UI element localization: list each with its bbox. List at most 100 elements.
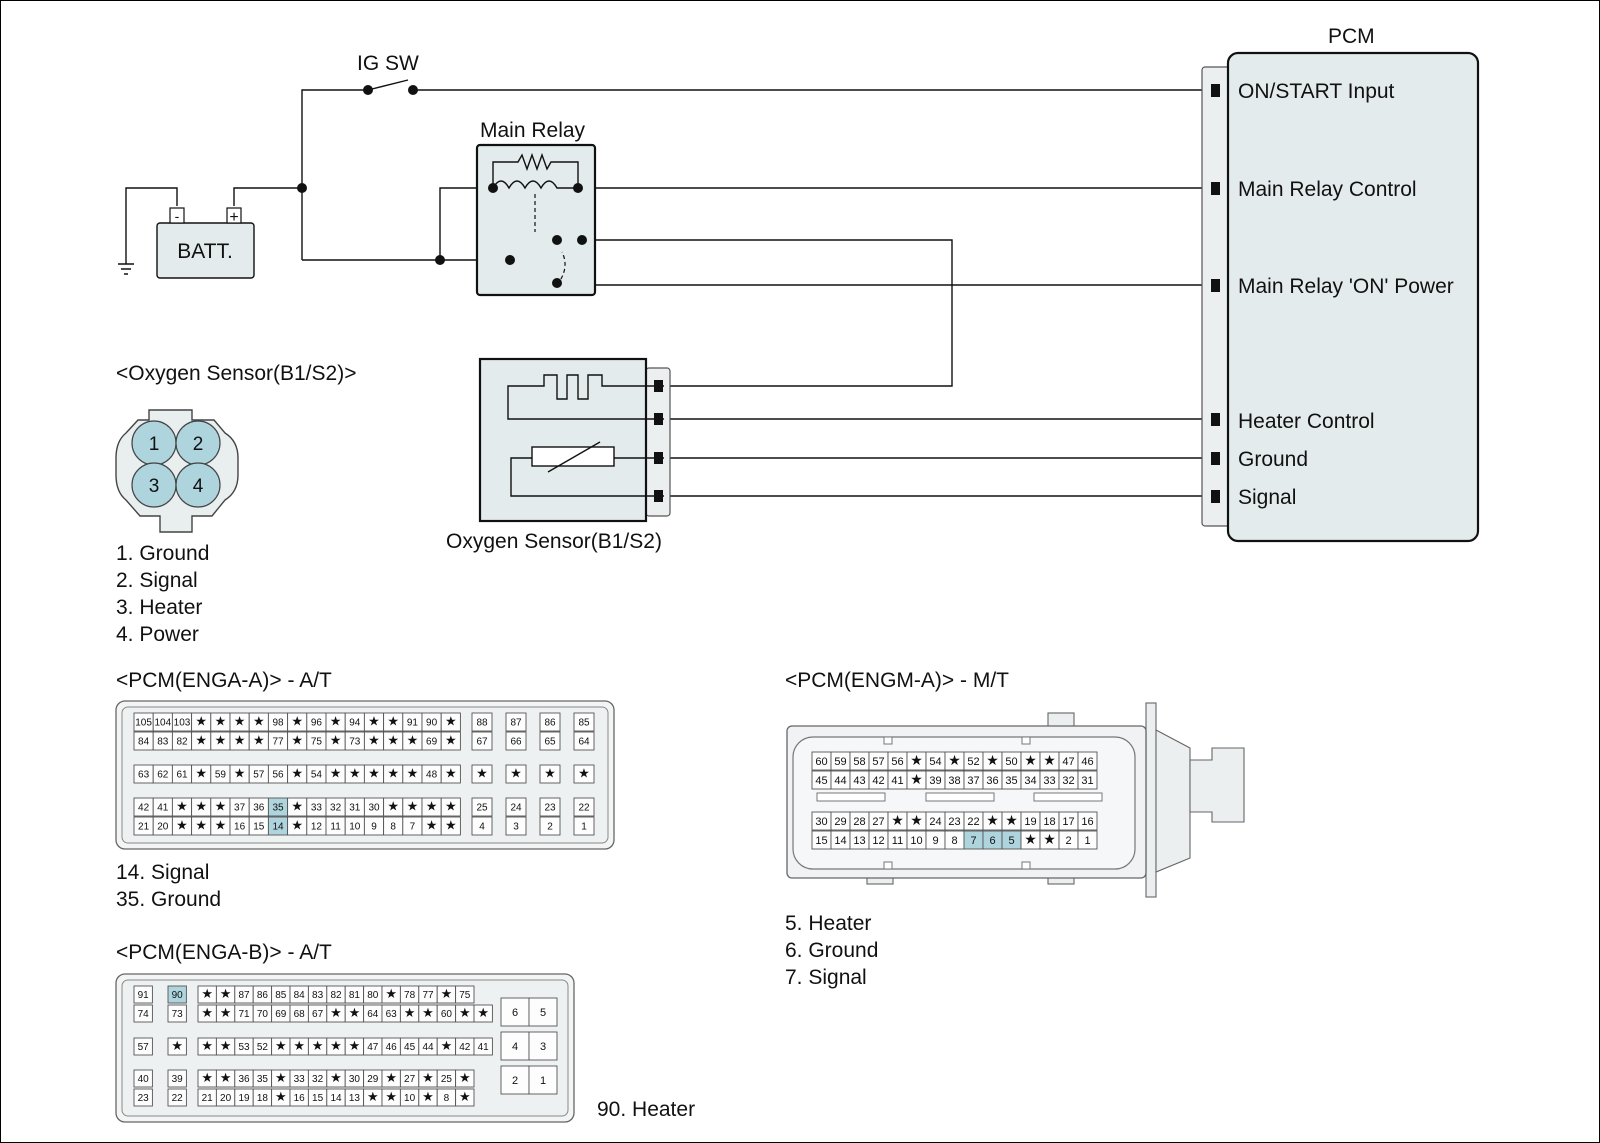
- enga-b-pin: 21: [202, 1093, 214, 1104]
- enga-a-pin: ★: [291, 766, 303, 781]
- engm-a-pin: 42: [872, 775, 884, 787]
- enga-b-pin: ★: [275, 1070, 287, 1085]
- engm-a-pin: 35: [1005, 775, 1017, 787]
- enga-b-pin: ★: [220, 986, 232, 1001]
- enga-a-pin: ★: [291, 818, 303, 833]
- enga-b-pin: ★: [422, 1070, 434, 1085]
- enga-a-pin: 32: [330, 803, 342, 814]
- enga-b-pin: 90: [172, 990, 184, 1001]
- engm-a-pin: 1: [1084, 835, 1090, 847]
- main-relay-label: Main Relay: [480, 119, 586, 142]
- engm-a-pin: 46: [1081, 756, 1093, 768]
- engm-a-pin: 57: [872, 756, 884, 768]
- enga-b-pin: 46: [386, 1042, 398, 1053]
- oxygen-sensor-label: Oxygen Sensor(B1/S2): [446, 530, 662, 553]
- engm-a-pin: 29: [834, 816, 846, 828]
- enga-a-pin: 23: [544, 803, 556, 814]
- enga-a-pin: 94: [349, 718, 361, 729]
- enga-a-pin: ★: [387, 733, 399, 748]
- enga-a-pin: ★: [387, 766, 399, 781]
- enga-a-pin: ★: [195, 799, 207, 814]
- enga-a-pin: ★: [291, 799, 303, 814]
- enga-a-pin: ★: [253, 714, 265, 729]
- enga-a-pin: 8: [390, 822, 396, 833]
- enga-b-pin: ★: [477, 1005, 489, 1020]
- enga-a-pin: 16: [234, 822, 246, 833]
- enga-b-pin: ★: [367, 1089, 379, 1104]
- engm-a-pin: 52: [967, 756, 979, 768]
- enga-b-pin: ★: [201, 1038, 213, 1053]
- engm-a-pin: 32: [1062, 775, 1074, 787]
- engm-a-pin: ★: [891, 812, 904, 828]
- enga-a-pin: 56: [272, 770, 284, 781]
- engm-a-pin: 50: [1005, 756, 1017, 768]
- enga-a-pin: ★: [195, 766, 207, 781]
- enga-a-pin: 21: [138, 822, 150, 833]
- enga-a-pin: 103: [174, 718, 191, 729]
- enga-a-pin: 86: [544, 718, 556, 729]
- engm-a-pin: ★: [986, 812, 999, 828]
- engm-a-pin: 2: [1065, 835, 1071, 847]
- enga-a-pin: ★: [510, 766, 522, 781]
- enga-b-pin: 13: [349, 1093, 361, 1104]
- engm-a-pin: 8: [951, 835, 957, 847]
- enga-a-pin: ★: [445, 714, 457, 729]
- main-relay: Main Relay: [475, 119, 597, 297]
- enga-b-pin: 14: [330, 1093, 342, 1104]
- enga-a-pin: ★: [291, 714, 303, 729]
- enga-b-pin: 16: [294, 1093, 306, 1104]
- enga-b-pin: ★: [385, 1070, 397, 1085]
- o2-pin-desc-3: 3. Heater: [116, 596, 202, 619]
- enga-b-pin: 40: [138, 1074, 150, 1085]
- enga-b-pin: 30: [349, 1074, 361, 1085]
- enga-b-pin: 20: [220, 1093, 232, 1104]
- enga-b-pin: 39: [172, 1074, 184, 1085]
- battery: - + BATT.: [156, 207, 255, 279]
- enga-a-pin: 15: [253, 822, 265, 833]
- engm-a-pin: 19: [1024, 816, 1036, 828]
- engm-a-pin: 27: [872, 816, 884, 828]
- engm-a-pin: ★: [1005, 812, 1018, 828]
- enga-b-pin: 73: [172, 1009, 184, 1020]
- engm-a-pin: ★: [1024, 752, 1037, 768]
- engm-a-pin: 12: [872, 835, 884, 847]
- ig-sw-label: IG SW: [357, 52, 419, 75]
- enga-a-pin: 85: [578, 718, 590, 729]
- enga-b-pin: 10: [404, 1093, 416, 1104]
- enga-a-pin: 61: [176, 770, 188, 781]
- enga-a-pin: ★: [407, 733, 419, 748]
- enga-a-pin: 36: [253, 803, 265, 814]
- enga-b-pin: 1: [540, 1075, 546, 1087]
- enga-a-pin: ★: [445, 818, 457, 833]
- enga-b-pin: 42: [459, 1042, 471, 1053]
- enga-b-pin: ★: [312, 1038, 324, 1053]
- pcm-pin-heater-control: Heater Control: [1238, 410, 1375, 433]
- enga-b-pin: 68: [294, 1009, 306, 1020]
- enga-a-pin: ★: [349, 766, 361, 781]
- pcm-block: PCM ON/START Input Main Relay Control Ma…: [1201, 25, 1480, 543]
- enga-b-pin: 5: [540, 1007, 546, 1019]
- enga-b-pin: 67: [312, 1009, 324, 1020]
- engm-a-pin: 60: [815, 756, 827, 768]
- enga-b-pin: 53: [238, 1042, 250, 1053]
- enga-b-pin: ★: [201, 1005, 213, 1020]
- engm-a-pin: 15: [815, 835, 827, 847]
- enga-a-pin: ★: [578, 766, 590, 781]
- engm-a-pin: 44: [834, 775, 846, 787]
- enga-b-pin: ★: [293, 1038, 305, 1053]
- enga-a-pin: ★: [445, 733, 457, 748]
- enga-a-pin: 67: [476, 737, 488, 748]
- o2-pin-2: 2: [193, 434, 204, 455]
- enga-b-pin: ★: [459, 1070, 471, 1085]
- enga-b-pin: 41: [478, 1042, 490, 1053]
- enga-a-pin: 22: [578, 803, 590, 814]
- enga-a-pin: ★: [215, 818, 227, 833]
- enga-b-pin: 70: [257, 1009, 269, 1020]
- o2-pin-desc-1: 1. Ground: [116, 542, 209, 565]
- enga-b-pin: 35: [257, 1074, 269, 1085]
